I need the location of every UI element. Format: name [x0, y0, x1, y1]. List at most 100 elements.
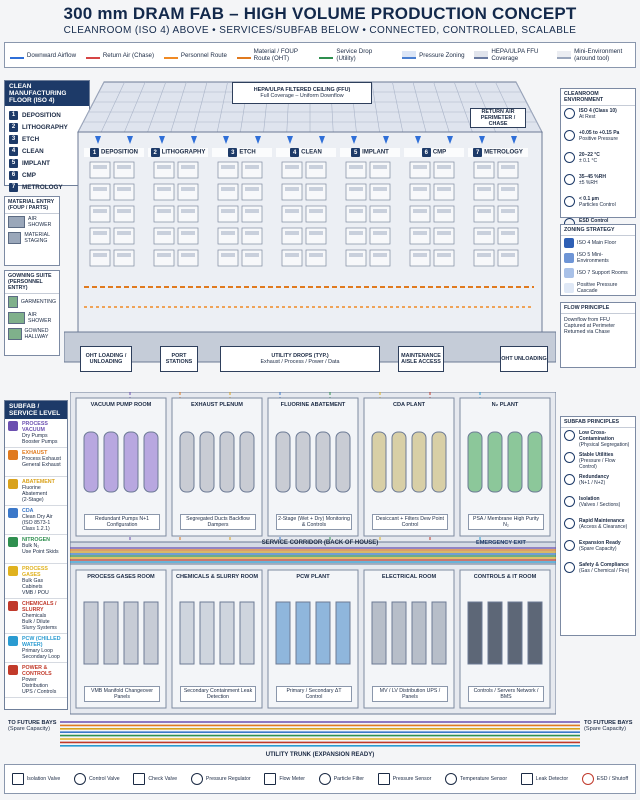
material-entry-item: MATERIAL STAGING — [5, 230, 59, 246]
subfab-heading: SUBFAB / SERVICE LEVEL — [5, 401, 67, 419]
page-subtitle: CLEANROOM (ISO 4) ABOVE • SERVICES/SUBFA… — [63, 25, 577, 36]
principle-icon — [564, 452, 575, 463]
spec-icon — [564, 152, 575, 163]
spec-icon — [564, 174, 575, 185]
temperature-sensor-icon — [445, 773, 458, 785]
ceiling-label: HEPA/ULPA FILTERED CEILING (FFU) Full Co… — [232, 82, 372, 104]
zoning-row: ISO 7 Support Rooms — [561, 266, 635, 280]
gowning-suite-box: GOWNING SUITE (PERSONNEL ENTRY) GARMENTI… — [4, 270, 60, 356]
mini-env-icon — [557, 51, 572, 59]
port-stations-zone: PORT STATIONS — [160, 346, 198, 372]
control-valve-icon — [73, 773, 86, 785]
spec-icon — [564, 130, 575, 141]
legend-item: HEPA/ULPA FFU Coverage — [474, 48, 547, 62]
esd-shutoff-icon — [581, 773, 594, 785]
principle-row: Expansion Ready(Spare Capacity) — [561, 538, 635, 560]
principle-row: Isolation(Valves / Sections) — [561, 494, 635, 516]
principle-icon — [564, 430, 575, 441]
material-entry-item: AIR SHOWER — [5, 214, 59, 230]
env-spec-row: ISO 4 (Class 10)At Rest — [561, 106, 635, 128]
env-spec-row: 35–45 %RH±5 %RH — [561, 172, 635, 194]
legend-item: Service Drop (Utility) — [319, 48, 392, 62]
principle-row: Redundancy(N+1 / N+2) — [561, 472, 635, 494]
room-caption: Redundant Pumps N+1 Configuration — [84, 514, 160, 530]
isolation-valve-icon — [11, 773, 24, 785]
principle-row: Rapid Maintenance(Access & Clearance) — [561, 516, 635, 538]
material-entry-title: MATERIAL ENTRY (FOUP / PARTS) — [5, 197, 59, 214]
room-title: PCW PLANT — [296, 574, 330, 580]
arrow-down-icon — [9, 51, 24, 59]
room-caption: 2-Stage (Wet + Dry) Monitoring & Control… — [276, 514, 352, 530]
room-caption: Primary / Secondary ΔT Control — [276, 686, 352, 702]
legend-item: Material / FOUP Route (OHT) — [236, 48, 310, 62]
utility-trunk-label: UTILITY TRUNK (EXPANSION READY) — [265, 752, 375, 758]
zoning-heading: ZONING STRATEGY — [561, 225, 635, 236]
legend-item: Downward Airflow — [9, 51, 76, 59]
cleanroom-environment-box: CLEANROOM ENVIRONMENT ISO 4 (Class 10)At… — [560, 88, 636, 230]
check-valve-icon — [133, 773, 146, 785]
gowning-item: GOWNED HALLWAY — [5, 326, 59, 342]
room-caption: Secondary Containment Leak Detection — [180, 686, 256, 702]
particle-filter-icon — [318, 773, 331, 785]
leak-detector-icon — [520, 773, 533, 785]
room-title: ELECTRICAL ROOM — [381, 574, 437, 580]
zoning-row: Positive Pressure Cascade — [561, 280, 635, 296]
symbol-item: ESD / Shutoff — [581, 773, 628, 785]
oht-loading-zone: OHT LOADING / UNLOADING — [80, 346, 132, 372]
foup-route-icon — [236, 51, 251, 59]
utility-trunk — [60, 721, 580, 747]
symbol-item: Temperature Sensor — [445, 773, 507, 785]
emergency-exit-label[interactable]: EMERGENCY EXIT — [476, 540, 526, 546]
room-title: PROCESS GASES ROOM — [87, 574, 155, 580]
gowning-suite-title: GOWNING SUITE (PERSONNEL ENTRY) — [5, 271, 59, 294]
return-air-icon — [85, 51, 100, 59]
cleanroom-env-heading: CLEANROOM ENVIRONMENT — [561, 89, 635, 106]
flow-principle-box: FLOW PRINCIPLE Downflow from FFU Capture… — [560, 302, 636, 368]
personnel-route-icon — [163, 51, 178, 59]
room-title: N₂ PLANT — [491, 402, 519, 408]
room-caption: Controls / Servers Network / BMS — [468, 686, 544, 702]
maintenance-aisle-zone: MAINTENANCE AISLE ACCESS — [398, 346, 444, 372]
flow-meter-icon — [264, 773, 277, 785]
clean-floor-heading: CLEAN MANUFACTURING FLOOR (ISO 4) — [5, 81, 89, 106]
room-title: EXHAUST PLENUM — [191, 402, 243, 408]
legend-item: Pressure Zoning — [402, 51, 465, 59]
room-title: VACUUM PUMP ROOM — [90, 402, 152, 408]
zoning-row: ISO 4 Main Floor — [561, 236, 635, 250]
gowning-item: AIR SHOWER — [5, 310, 59, 326]
room-caption: VMB Manifold Changeover Panels — [84, 686, 160, 702]
service-drop-icon — [319, 51, 334, 59]
page-title: 300 mm DRAM FAB – HIGH VOLUME PRODUCTION… — [63, 4, 577, 23]
room-title: CHEMICALS & SLURRY ROOM — [175, 574, 259, 580]
symbol-item: Check Valve — [133, 773, 177, 785]
subfab-illustration — [70, 392, 556, 715]
symbol-item: Particle Filter — [318, 773, 364, 785]
principle-icon — [564, 540, 575, 551]
room-caption: MV / LV Distribution UPS / Panels — [372, 686, 448, 702]
symbol-item: Control Valve — [73, 773, 120, 785]
utility-color-icon — [8, 479, 18, 489]
zoning-row: ISO 5 Mini-Environments — [561, 250, 635, 266]
oht-unloading-zone: OHT UNLOADING — [500, 346, 548, 372]
utility-color-icon — [8, 636, 18, 646]
